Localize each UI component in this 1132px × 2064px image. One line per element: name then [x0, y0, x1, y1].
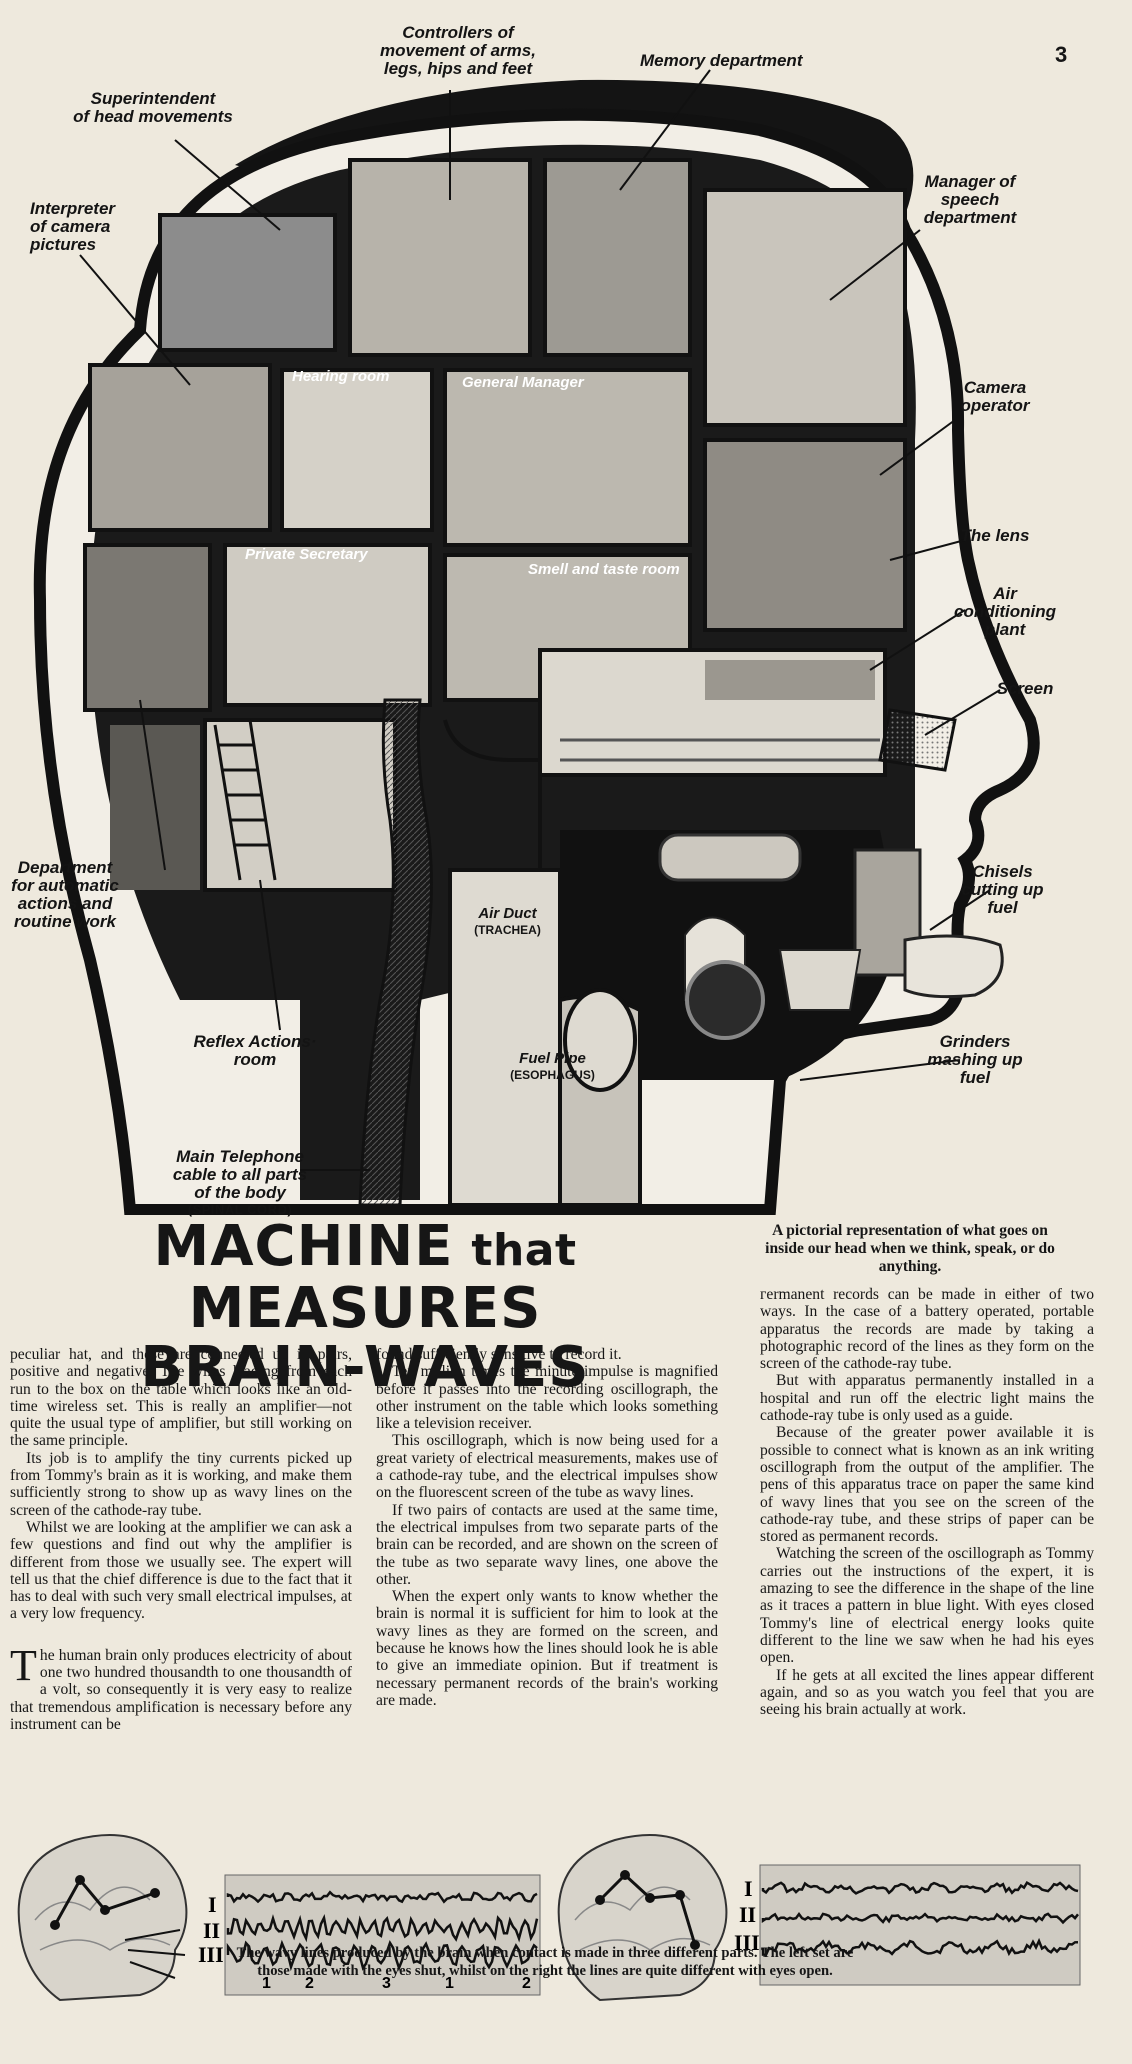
article-paragraph: This oscillograph, which is now being us…	[376, 1432, 718, 1502]
headline-word-that: that	[471, 1225, 577, 1276]
left-number-1: 1	[262, 1975, 271, 1992]
right-label-III: III	[734, 1930, 760, 1955]
article-paragraph: Whilst we are looking at the amplifier w…	[10, 1518, 352, 1623]
label-fuel-pipe-sub: (ESOPHAGUS)	[510, 1068, 595, 1082]
right-label-I: I	[744, 1876, 753, 1901]
left-label-III: III	[198, 1942, 224, 1967]
callout-chisels: Chisels cutting up fuel	[961, 862, 1044, 917]
illustration-caption: A pictorial representation of what goes …	[765, 1222, 1055, 1275]
callout-controllers: Controllers of movement of arms, legs, h…	[380, 23, 536, 78]
left-label-II: II	[203, 1918, 220, 1943]
label-air-duct-text: Air Duct	[478, 905, 537, 922]
article-paragraph: peculiar hat, and these are connected up…	[10, 1346, 352, 1450]
article-column-2: found sufficiently sensitive to record i…	[376, 1346, 718, 1709]
left-wave-trace-3	[226, 1939, 538, 1972]
dropcap-paragraph-text: he human brain only produces electricity…	[10, 1646, 352, 1733]
drop-cap: T	[10, 1640, 37, 1690]
article-paragraph: Its job is to amplify the tiny currents …	[10, 1449, 352, 1519]
article-headline: MACHINE that MEASURES BRAIN-WAVES	[10, 1218, 720, 1398]
article-paragraph: Watching the screen of the oscillograph …	[760, 1545, 1094, 1667]
right-wave-trace-2	[761, 1912, 1079, 1925]
sign-private-secretary: Private Secretary	[245, 546, 368, 563]
callout-reflex: Reflex Actions· room	[193, 1032, 317, 1069]
right-head-diagram	[557, 1834, 728, 2002]
sign-smell-taste: Smell and taste room	[528, 561, 680, 578]
left-number-2: 2	[305, 1975, 314, 1992]
right-label-II: II	[739, 1902, 756, 1927]
right-wave-trace-3	[761, 1937, 1079, 1957]
page-number: 3	[1055, 42, 1068, 67]
headline-word-measures: MEASURES	[188, 1276, 542, 1341]
callout-superintendent: Superintendent of head movements	[73, 89, 233, 126]
callout-air-conditioning: Air conditioning plant	[954, 584, 1056, 639]
headline-word-brainwaves: BRAIN-WAVES	[140, 1335, 590, 1400]
callout-grinders: Grinders mashing up fuel	[927, 1032, 1023, 1087]
article-paragraph: But with apparatus permanently installed…	[760, 1372, 1094, 1425]
sign-general-manager: General Manager	[462, 374, 584, 391]
callout-memory: Memory department	[640, 51, 803, 70]
callout-telephone-text: Main Telephone cable to all parts of the…	[172, 1147, 308, 1202]
article-paragraph: If two pairs of contacts are used at the…	[376, 1501, 718, 1588]
head-illustration: Controllers of movement of arms, legs, h…	[11, 23, 1056, 1218]
left-number-4: 1	[445, 1975, 454, 1992]
left-number-3: 3	[382, 1975, 391, 1992]
article-paragraph: гermanent records can be made in either …	[760, 1286, 1094, 1373]
callout-automatic: Department for automatic actions and rou…	[11, 858, 119, 931]
article-column-3: гermanent records can be made in either …	[760, 1286, 1094, 1718]
label-air-duct-sub: (TRACHEA)	[474, 923, 541, 937]
callout-interpreter: Interpreter of camera pictures	[30, 199, 116, 254]
left-wave-trace-1	[226, 1890, 538, 1904]
headline-word-machine: MACHINE	[153, 1214, 454, 1279]
article-paragraph: When the expert only wants to know wheth…	[376, 1588, 718, 1709]
article-paragraph: found sufficiently sensitive to record i…	[376, 1346, 622, 1363]
callout-screen: Screen	[996, 679, 1054, 698]
article-paragraph: Because of the greater power available i…	[760, 1424, 1094, 1546]
callout-telephone-sub: (SPINAL CORD)	[187, 1202, 293, 1217]
right-wave-trace-1	[761, 1881, 1079, 1895]
left-head-diagram	[17, 1834, 188, 2002]
head-cutaway-drawing	[33, 69, 1040, 1216]
label-fuel-pipe-text: Fuel Pipe	[519, 1050, 586, 1067]
callout-camera-operator: Camera operator	[960, 378, 1030, 415]
article-paragraph: If he gets at all excited the lines appe…	[760, 1666, 1094, 1719]
left-label-I: I	[208, 1892, 217, 1917]
label-fuel-pipe: Fuel Pipe (ESOPHAGUS)	[505, 1033, 600, 1101]
callout-speech: Manager of speech department	[923, 172, 1017, 227]
article-paragraph: Ten million times the minute impulse is …	[376, 1363, 718, 1433]
brainwave-figure-drawing: I II III 1 2 3 1 2 I II III	[17, 1834, 1081, 2002]
label-air-duct: Air Duct (TRACHEA)	[460, 888, 555, 956]
sign-hearing-room: Hearing room	[292, 368, 390, 385]
figure-caption: The wavy lines produced by the brain whe…	[236, 1945, 854, 1979]
brainwave-figure: I II III 1 2 3 1 2 I II III	[0, 1800, 1132, 2020]
article-column-1: peculiar hat, and these are connected up…	[10, 1346, 352, 1733]
callout-lens: The lens	[960, 526, 1030, 545]
left-wave-trace-2	[226, 1914, 539, 1943]
callout-telephone: Main Telephone cable to all parts of the…	[155, 1130, 325, 1235]
left-number-5: 2	[522, 1975, 531, 1992]
